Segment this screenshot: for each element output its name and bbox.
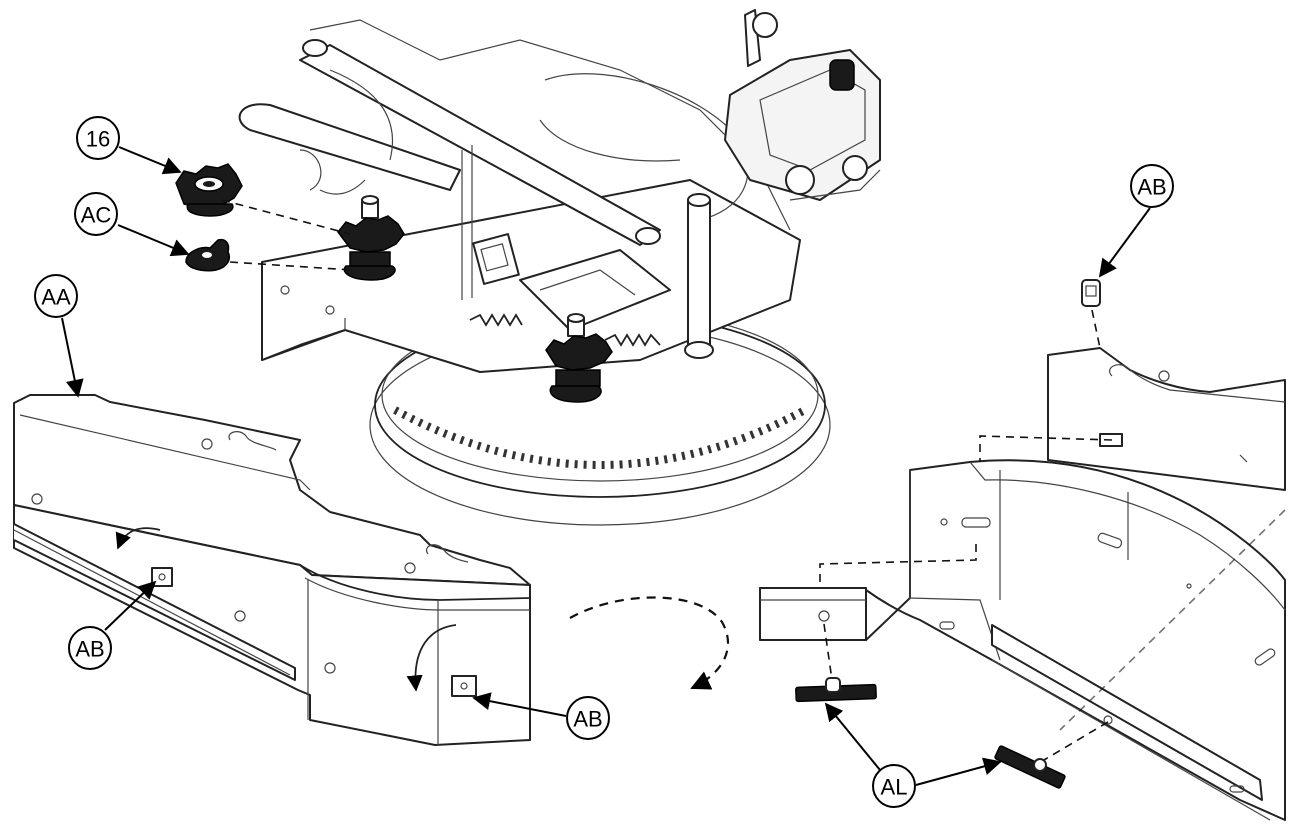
floor-scrubber-machine-icon [724, 9, 881, 201]
callout-16-label: 16 [86, 127, 110, 152]
callout-ac-label: AC [81, 203, 112, 228]
callout-aa: AA [34, 274, 78, 318]
callout-ab-left-label: AB [75, 637, 104, 662]
callout-aa-label: AA [41, 285, 71, 310]
leader-ab-top [1098, 207, 1151, 278]
leader-aa [61, 317, 84, 398]
knob-assembly-lower [545, 313, 613, 403]
leader-ac [117, 224, 190, 257]
callout-al-label: AL [881, 775, 908, 800]
callout-ac: AC [74, 192, 118, 236]
knob-assembly-upper [337, 195, 405, 281]
wing-washer-part [185, 238, 230, 272]
callout-ab-bottom-label: AB [573, 707, 602, 732]
rotation-arrow-icon [569, 596, 729, 690]
right-skirt-cover-part [759, 279, 1286, 821]
callout-al: AL [872, 764, 916, 808]
left-skirt-cover-part [13, 394, 531, 746]
leader-16 [118, 146, 182, 175]
star-knob-part [175, 163, 243, 217]
leader-al-2 [915, 757, 1002, 786]
callout-ab-bottom: AB [566, 696, 610, 740]
rubber-strip-part-upper [795, 677, 877, 703]
callout-16: 16 [76, 116, 120, 160]
leader-al-1 [824, 702, 881, 771]
callout-ab-left: AB [68, 626, 112, 670]
rubber-strip-part-lower [994, 745, 1066, 789]
brush-bristle-ring [393, 406, 807, 469]
callout-ab-top-right-label: AB [1137, 175, 1166, 200]
leader-ab-left [104, 580, 157, 631]
callout-ab-top-right: AB [1130, 164, 1174, 208]
leader-ab-bottom [472, 692, 567, 717]
